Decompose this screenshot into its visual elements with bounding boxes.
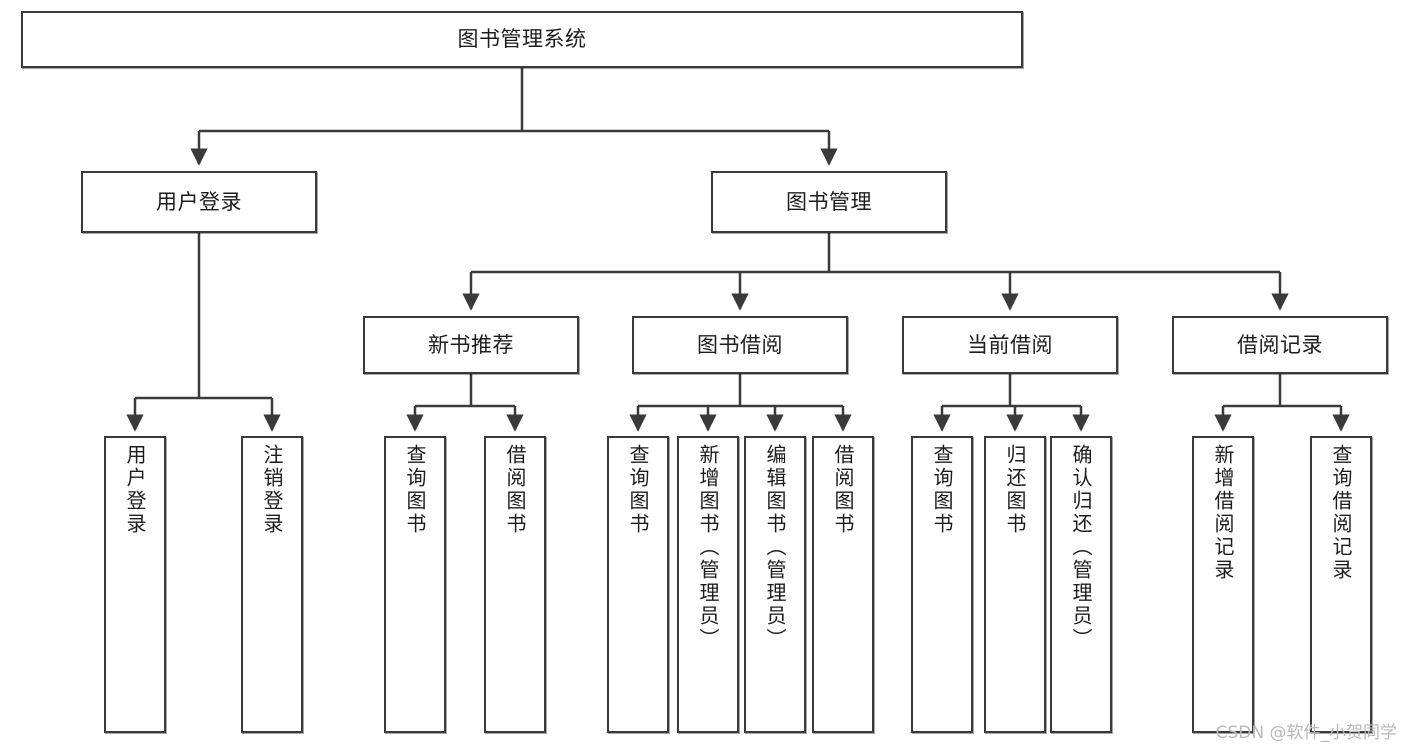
leaf-query-book-3[interactable]: 查询图书 xyxy=(911,436,973,733)
leaf-borrow-book-2-label: 借阅图书 xyxy=(831,444,855,536)
leaf-borrow-book-1-label: 借阅图书 xyxy=(503,444,527,536)
node-root[interactable]: 图书管理系统 xyxy=(21,11,1023,68)
leaf-confirm-return[interactable]: 确认归还（管理员） xyxy=(1050,436,1112,733)
leaf-borrow-book-1[interactable]: 借阅图书 xyxy=(484,436,546,733)
leaf-query-record-label: 查询借阅记录 xyxy=(1329,444,1353,582)
leaf-logout-label: 注销登录 xyxy=(260,444,284,536)
node-new-book-rec[interactable]: 新书推荐 xyxy=(363,316,579,374)
leaf-query-book-3-label: 查询图书 xyxy=(930,444,954,536)
node-borrow-record-label: 借阅记录 xyxy=(1237,332,1323,357)
leaf-borrow-book-2[interactable]: 借阅图书 xyxy=(812,436,874,733)
leaf-user-login-label: 用户登录 xyxy=(123,444,147,536)
leaf-logout[interactable]: 注销登录 xyxy=(241,436,303,733)
leaf-query-record[interactable]: 查询借阅记录 xyxy=(1310,436,1372,733)
leaf-add-record[interactable]: 新增借阅记录 xyxy=(1192,436,1254,733)
node-current-borrow[interactable]: 当前借阅 xyxy=(902,316,1118,374)
leaf-edit-book-label: 编辑图书（管理员） xyxy=(763,444,787,651)
leaf-query-book-1-label: 查询图书 xyxy=(403,444,427,536)
leaf-query-book-1[interactable]: 查询图书 xyxy=(384,436,446,733)
leaf-add-book-label: 新增图书（管理员） xyxy=(696,444,720,651)
node-book-borrow[interactable]: 图书借阅 xyxy=(632,316,848,374)
node-user-login[interactable]: 用户登录 xyxy=(81,171,317,233)
leaf-return-book[interactable]: 归还图书 xyxy=(984,436,1046,733)
leaf-confirm-return-label: 确认归还（管理员） xyxy=(1069,444,1093,651)
node-current-borrow-label: 当前借阅 xyxy=(967,332,1053,357)
leaf-query-book-2-label: 查询图书 xyxy=(626,444,650,536)
node-user-login-label: 用户登录 xyxy=(156,189,242,214)
leaf-add-record-label: 新增借阅记录 xyxy=(1211,444,1235,582)
leaf-return-book-label: 归还图书 xyxy=(1003,444,1027,536)
leaf-edit-book[interactable]: 编辑图书（管理员） xyxy=(744,436,806,733)
node-book-manage-label: 图书管理 xyxy=(786,189,872,214)
node-book-borrow-label: 图书借阅 xyxy=(697,332,783,357)
node-new-book-rec-label: 新书推荐 xyxy=(428,332,514,357)
node-borrow-record[interactable]: 借阅记录 xyxy=(1172,316,1388,374)
node-book-manage[interactable]: 图书管理 xyxy=(711,171,947,233)
leaf-query-book-2[interactable]: 查询图书 xyxy=(607,436,669,733)
csdn-watermark: CSDN @软件_小贺同学 xyxy=(1215,723,1397,743)
node-root-label: 图书管理系统 xyxy=(457,27,587,52)
leaf-add-book[interactable]: 新增图书（管理员） xyxy=(677,436,739,733)
leaf-user-login[interactable]: 用户登录 xyxy=(104,436,166,733)
